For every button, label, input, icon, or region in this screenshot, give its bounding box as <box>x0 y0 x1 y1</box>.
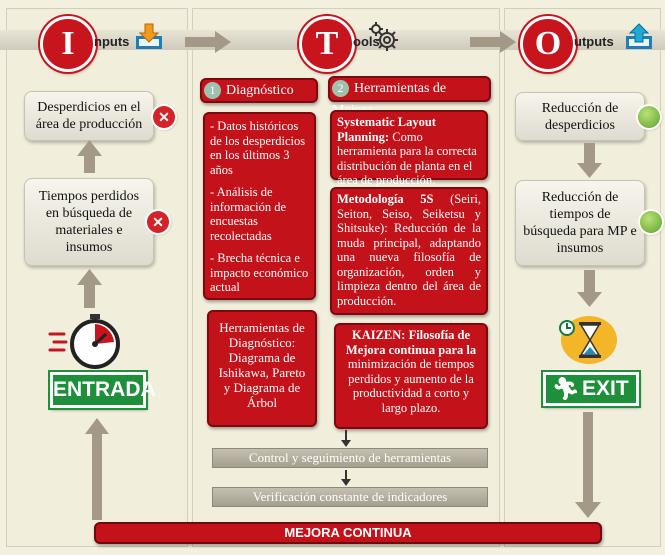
arrow-right-icon <box>470 31 516 53</box>
arrow-down-icon <box>341 440 351 447</box>
output-box-tiempos: Reducción de tiempos de búsqueda para MP… <box>515 180 645 266</box>
5s-title: Metodología 5S <box>337 192 434 206</box>
5s-text: (Seiri, Seiton, Seiso, Seiketsu y Shitsu… <box>337 192 482 308</box>
hourglass-icon <box>559 316 617 364</box>
arrow-up-connector <box>84 151 95 173</box>
kaizen-text: minimización de tiempos perdidos y aumen… <box>347 357 475 415</box>
download-icon <box>136 23 162 49</box>
arrow-down-icon <box>575 502 601 518</box>
tools-letter-circle: T <box>299 16 355 72</box>
tools-letter: T <box>315 25 339 62</box>
diagnostico-item: - Análisis de información de encuestas r… <box>210 185 287 243</box>
inputs-title: nputs <box>94 34 130 49</box>
gears-icon <box>369 22 398 51</box>
mejora-continua-label: MEJORA CONTINUA <box>284 525 412 540</box>
outputs-letter-circle: O <box>520 16 576 72</box>
outputs-letter: O <box>534 25 562 62</box>
arrow-down-icon <box>341 470 351 486</box>
input-box-tiempos: Tiempos perdidos en búsqueda de material… <box>24 178 154 266</box>
output-box-desperdicios: Reducción de desperdicios <box>515 92 645 141</box>
mejora-continua-bar: MEJORA CONTINUA <box>94 522 602 544</box>
outputs-title: utputs <box>574 34 614 49</box>
arrow-right-icon <box>185 31 231 53</box>
arrow-down-connector <box>345 430 347 442</box>
x-icon: ✕ <box>147 211 169 233</box>
arrow-down-icon <box>577 163 602 178</box>
diagnostico-item: - Brecha técnica e impacto económico act… <box>210 251 309 294</box>
diagnostico-list: - Datos históricos de los desperdicios e… <box>203 112 316 300</box>
diagnostico-title: Diagnóstico <box>226 83 294 98</box>
slp-title: Systematic Layout Planning: <box>337 115 436 144</box>
arrow-up-icon <box>77 269 102 285</box>
entrada-badge: ENTRADA <box>50 372 156 408</box>
arrow-down-icon <box>577 292 602 307</box>
arrow-down-connector <box>584 143 595 165</box>
upload-icon <box>626 23 652 49</box>
entrada-label: ENTRADA <box>53 378 156 401</box>
control-bar: Control y seguimiento de herramientas <box>212 448 488 468</box>
x-icon: ✕ <box>153 106 175 128</box>
exit-label: EXIT <box>582 377 629 400</box>
arrow-up-connector <box>92 432 102 520</box>
arrow-up-icon <box>77 140 102 156</box>
stopwatch-icon <box>48 314 120 369</box>
check-icon <box>640 211 662 233</box>
verificacion-bar: Verificación constante de indicadores <box>212 487 488 507</box>
tools-title: ools <box>353 34 380 49</box>
slp-box: Systematic Layout Planning: Como herrami… <box>330 110 488 187</box>
step-number-1: 1 <box>204 82 221 100</box>
running-man-icon: 🏃︎ <box>552 376 580 401</box>
inputs-letter: I <box>61 25 75 62</box>
diagnostico-item: - Datos históricos de los desperdicios e… <box>210 119 306 177</box>
check-icon <box>638 106 660 128</box>
arrow-down-connector <box>584 270 595 294</box>
diagnostico-tools-box: Herramientas de Diagnóstico: Diagrama de… <box>207 310 317 427</box>
5s-box: Metodología 5S (Seiri, Seiton, Seiso, Se… <box>330 187 488 315</box>
slp-text: Como herramienta para la correcta distri… <box>337 129 477 188</box>
inputs-letter-circle: I <box>40 16 96 72</box>
arrow-up-icon <box>85 418 109 434</box>
kaizen-box: KAIZEN: Filosofía de Mejora continua par… <box>334 323 488 429</box>
arrow-up-connector <box>84 282 95 308</box>
exit-badge: 🏃︎ EXIT <box>543 372 639 406</box>
step-number-2: 2 <box>332 80 349 98</box>
arrow-down-connector <box>583 412 593 504</box>
input-box-desperdicios: Desperdicios en el área de producción <box>24 91 154 141</box>
kaizen-title: KAIZEN: Filosofía de Mejora continua par… <box>345 328 477 357</box>
diagnostico-header: 1 Diagnóstico <box>200 78 318 103</box>
